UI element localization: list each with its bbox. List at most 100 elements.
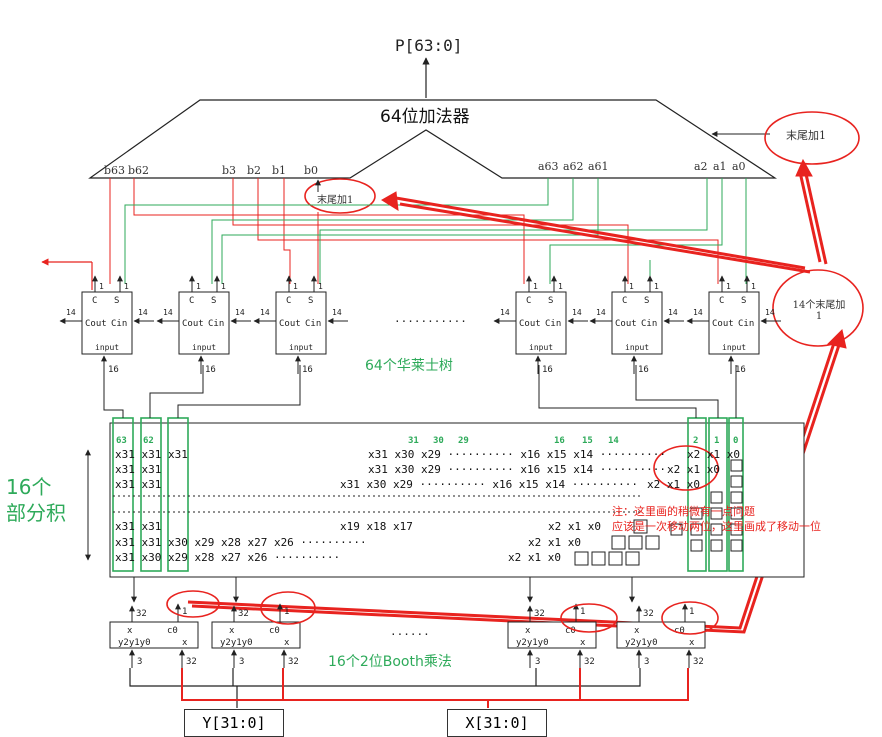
wallace-width-1: 1 <box>654 282 659 291</box>
booth-c0-label: c0 <box>269 626 280 636</box>
pp-row-right: x2 x1 x0 <box>548 520 601 533</box>
wallace-width-16: 16 <box>205 365 216 375</box>
booth-width-3: 3 <box>644 657 649 667</box>
wallace-width-16: 16 <box>302 365 313 375</box>
booth-width-32: 32 <box>693 657 704 667</box>
pp-row-mid: x19 x18 x17 <box>340 520 413 533</box>
wallace-width-1: 1 <box>293 282 298 291</box>
column-number: 63 <box>116 436 127 446</box>
column-number: 15 <box>582 436 593 446</box>
pp-row-left: x31 x30 x29 x28 x27 x26 ·········· <box>115 551 341 564</box>
wallace-width-14: 14 <box>332 308 342 317</box>
input-x-box: X[31:0] <box>447 709 547 737</box>
adder-label: 64位加法器 <box>380 107 470 127</box>
wallace-cin-label: Cin <box>641 319 657 329</box>
wallace-width-14: 14 <box>235 308 245 317</box>
wallace-input-label: input <box>625 343 649 352</box>
booth-width-1: 1 <box>580 607 585 617</box>
column-number: 1 <box>714 436 720 446</box>
input-buses <box>129 668 689 708</box>
wallace-width-14: 14 <box>693 308 703 317</box>
tail-add-14-ellipse <box>772 269 864 347</box>
note-line-1: 注：这里画的稍微有一点问题 <box>612 505 755 518</box>
wallace-width-14: 14 <box>572 308 582 317</box>
booth-x-label: x <box>127 626 133 636</box>
adder-b-input-label: b3 <box>222 164 237 177</box>
booth-width-32: 32 <box>186 657 197 667</box>
wallace-width-1: 1 <box>99 282 104 291</box>
booth-width-3: 3 <box>137 657 142 667</box>
booth-width-32: 32 <box>534 609 545 619</box>
wallace-ellipsis: ........... <box>394 312 467 325</box>
wallace-input-label: input <box>289 343 313 352</box>
column-feed-lines <box>103 365 737 418</box>
booth-feed-lines <box>131 577 635 603</box>
booth-x-out-label: x <box>182 638 188 648</box>
booth-x-out-label: x <box>580 638 586 648</box>
input-y-box: Y[31:0] <box>184 709 284 737</box>
tail-add-ellipse <box>764 111 860 165</box>
booth-width-32: 32 <box>288 657 299 667</box>
output-label: P[63:0] <box>395 36 463 55</box>
wallace-input-label: input <box>529 343 553 352</box>
wallace-c-label: C <box>622 296 627 306</box>
booth-x-label: x <box>634 626 640 636</box>
wallace-width-16: 16 <box>542 365 553 375</box>
wallace-width-14: 14 <box>66 308 76 317</box>
pp-row-mid: x31 x30 x29 ·········· x16 x15 x14 ·····… <box>368 463 667 476</box>
wallace-width-1: 1 <box>124 282 129 291</box>
booth-x-out-label: x <box>284 638 290 648</box>
booth-c0-label: c0 <box>167 626 178 636</box>
wallace-cin-label: Cin <box>738 319 754 329</box>
adder-a-input-label: a63 <box>538 160 559 173</box>
tail-add-label: 末尾加1 <box>786 129 826 142</box>
wallace-width-16: 16 <box>108 365 119 375</box>
booth-width-1: 1 <box>689 607 694 617</box>
adder-a-input-label: a61 <box>588 160 609 173</box>
column-number: 30 <box>433 436 444 446</box>
booth-width-32: 32 <box>136 609 147 619</box>
booth-x-label: x <box>525 626 531 636</box>
wallace-c-label: C <box>92 296 97 306</box>
wallace-width-14: 14 <box>138 308 148 317</box>
wallace-width-1: 1 <box>221 282 226 291</box>
pp-row-mid: x31 x30 x29 ·········· x16 x15 x14 ·····… <box>368 448 667 461</box>
booth-y-label: y2y1y0 <box>220 638 253 648</box>
pp-row-right: x2 x1 x0 <box>508 551 561 564</box>
wallace-width-14: 14 <box>163 308 173 317</box>
wallace-s-label: S <box>548 296 553 306</box>
wallace-label: 64个华莱士树 <box>365 358 453 374</box>
adder-input-wires <box>109 178 747 284</box>
pp-row-left: x31 x31 x31 <box>115 448 188 461</box>
column-number: 14 <box>608 436 619 446</box>
wallace-width-1: 1 <box>558 282 563 291</box>
booth-y-label: y2y1y0 <box>516 638 549 648</box>
tail-add-inner-label: 末尾加1 <box>317 195 354 206</box>
adder-b-input-label: b2 <box>247 164 262 177</box>
wallace-s-label: S <box>211 296 216 306</box>
wallace-c-label: C <box>719 296 724 306</box>
booth-width-1: 1 <box>182 607 187 617</box>
booth-c0-label: c0 <box>674 626 685 636</box>
booth-width-32: 32 <box>643 609 654 619</box>
wallace-width-1: 1 <box>751 282 756 291</box>
booth-x-label: x <box>229 626 235 636</box>
note-line-2: 应该是一次移动两位，这里画成了移动一位 <box>612 520 821 533</box>
column-brackets <box>112 417 744 572</box>
wallace-input-label: input <box>95 343 119 352</box>
wallace-width-1: 1 <box>196 282 201 291</box>
adder-b-input-label: b63 <box>104 164 126 177</box>
red-highlight-arrows <box>187 158 847 634</box>
adder-b-input-label: b1 <box>272 164 287 177</box>
wallace-cout-label: Cout <box>279 319 301 329</box>
wallace-width-1: 1 <box>318 282 323 291</box>
column-number: 31 <box>408 436 419 446</box>
